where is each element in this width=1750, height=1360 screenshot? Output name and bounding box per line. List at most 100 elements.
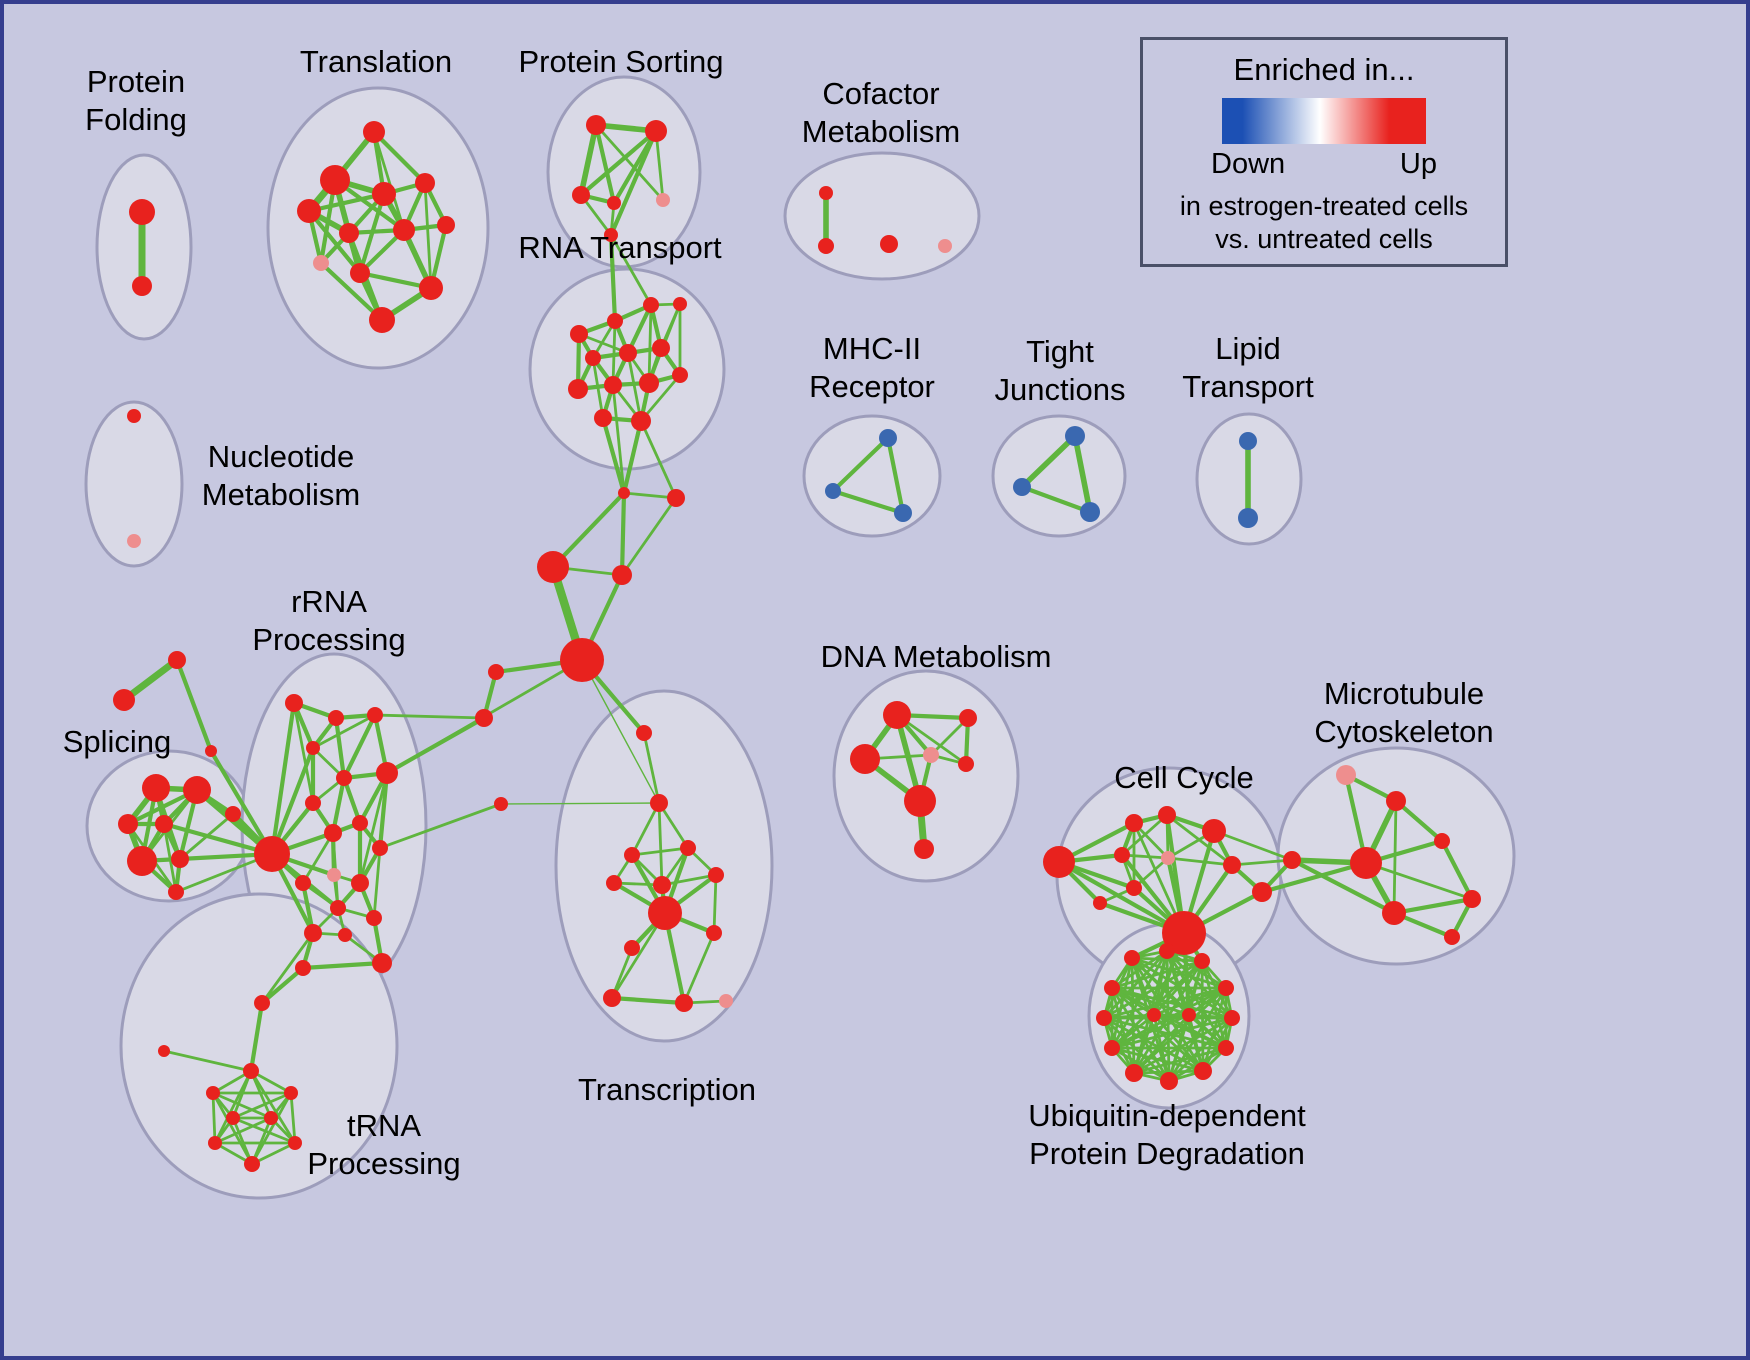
edge xyxy=(1439,838,1475,902)
transcription-node xyxy=(706,925,722,941)
dna-node xyxy=(904,785,936,817)
rrna-node xyxy=(338,928,352,942)
edge xyxy=(301,831,335,885)
trna-node xyxy=(206,1086,220,1100)
transcription-node xyxy=(636,725,652,741)
edge xyxy=(1166,856,1234,867)
edge xyxy=(259,965,306,1006)
translation-node xyxy=(419,276,443,300)
microtubule-node xyxy=(1444,929,1460,945)
rna_transport-node xyxy=(619,344,637,362)
connector-node xyxy=(618,487,630,499)
tight-node xyxy=(1013,478,1031,496)
splicing-node xyxy=(118,814,138,834)
edge xyxy=(1187,1013,1228,1050)
connector-node xyxy=(475,709,493,727)
lipid-node xyxy=(1238,508,1258,528)
edge xyxy=(1072,433,1093,515)
edge xyxy=(341,712,378,781)
splicing-node xyxy=(171,850,189,868)
ubiquitin-node xyxy=(1125,1064,1143,1082)
ubiquitin-node xyxy=(1224,1010,1240,1026)
protein_sorting-node xyxy=(607,196,621,210)
splicing-node xyxy=(225,806,241,822)
protein_sorting-node xyxy=(572,186,590,204)
legend-gradient-bar xyxy=(1222,98,1426,144)
ubiquitin-node xyxy=(1194,953,1210,969)
rna_transport-node xyxy=(672,367,688,383)
cell_cycle-node xyxy=(1043,846,1075,878)
edge xyxy=(578,122,599,198)
tight-cluster-ellipse xyxy=(991,414,1127,538)
edge xyxy=(260,931,315,1005)
edge xyxy=(622,381,651,495)
rrna-node xyxy=(351,874,369,892)
rrna-node xyxy=(376,762,398,784)
edge xyxy=(318,260,385,323)
nucleotide-cluster-ellipse xyxy=(84,400,184,568)
edge xyxy=(211,1091,273,1120)
tight-node xyxy=(1065,426,1085,446)
free-node xyxy=(113,689,135,711)
edge xyxy=(289,1091,297,1145)
connector-node xyxy=(494,797,508,811)
edge xyxy=(895,713,968,766)
cell_cycle-node xyxy=(1114,847,1130,863)
edge xyxy=(1132,1013,1156,1075)
legend-down-label: Down xyxy=(1211,148,1286,180)
edge xyxy=(639,419,678,500)
tight-node xyxy=(1080,502,1100,522)
ubiquitin-node xyxy=(1182,1008,1196,1022)
edge xyxy=(161,821,275,857)
edge xyxy=(269,745,316,857)
rrna-node xyxy=(306,741,320,755)
rrna-node xyxy=(336,770,352,786)
legend-up-label: Up xyxy=(1399,148,1437,180)
translation-node xyxy=(297,199,321,223)
transcription-cluster-ellipse xyxy=(554,689,774,1043)
edge xyxy=(213,1069,253,1145)
cofactor-node xyxy=(819,186,833,200)
microtubule-node xyxy=(1463,890,1481,908)
trna-node xyxy=(226,1111,240,1125)
rna_transport-node xyxy=(568,379,588,399)
edge xyxy=(642,731,661,805)
transcription-node xyxy=(719,994,733,1008)
connector-node xyxy=(560,638,604,682)
cell_cycle-node xyxy=(1202,819,1226,843)
legend-caption-line2: vs. untreated cells xyxy=(1215,224,1433,254)
rrna-node xyxy=(330,900,346,916)
edge xyxy=(1165,813,1234,867)
ubiquitin-node xyxy=(1124,950,1140,966)
rrna-node xyxy=(367,707,383,723)
edge xyxy=(712,873,718,935)
edge xyxy=(1019,433,1078,490)
edge xyxy=(1212,829,1294,862)
edge xyxy=(581,659,660,804)
mhc-node xyxy=(825,483,841,499)
rrna-node xyxy=(285,694,303,712)
rna_transport-node xyxy=(673,297,687,311)
edge xyxy=(306,208,363,276)
protein_folding-node xyxy=(132,276,152,296)
edge xyxy=(1393,798,1445,844)
edge xyxy=(578,128,659,198)
microtubule-node xyxy=(1382,901,1406,925)
translation-label: Translation xyxy=(300,44,452,79)
rrna-node xyxy=(372,840,388,856)
edge xyxy=(500,802,660,805)
transcription-node xyxy=(680,840,696,856)
rna_transport-label: RNA Transport xyxy=(518,230,722,265)
edge xyxy=(660,873,718,887)
edge xyxy=(885,435,906,516)
translation-node xyxy=(339,223,359,243)
translation-node xyxy=(369,307,395,333)
ubiquitin-node xyxy=(1218,1040,1234,1056)
edge xyxy=(1110,949,1169,990)
edge xyxy=(630,801,661,857)
rna_transport-node xyxy=(652,339,670,357)
rna_transport-node xyxy=(607,313,623,329)
